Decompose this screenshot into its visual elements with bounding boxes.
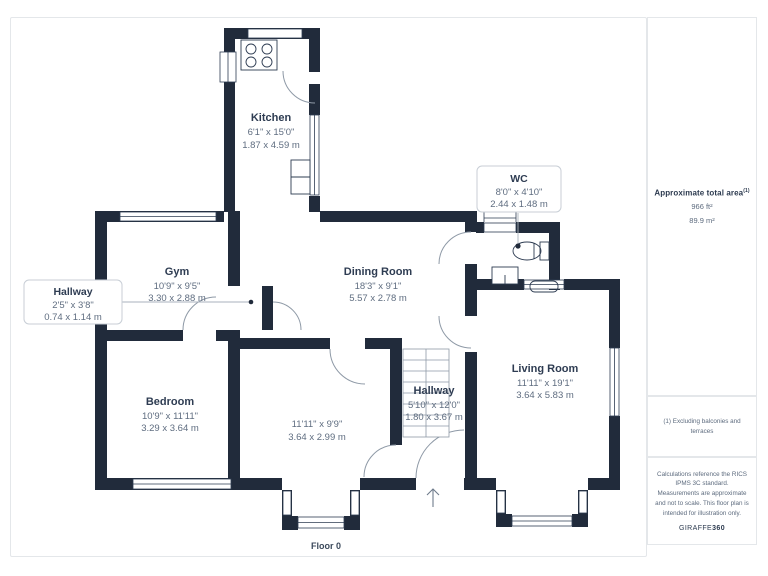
wc-sink-icon	[491, 266, 519, 285]
room-label-living-room: Living Room 11'11" x 19'1" 3.64 x 5.83 m	[512, 363, 579, 401]
callout-wc-name: WC	[510, 173, 528, 185]
fixtures	[240, 39, 559, 293]
disclaimer-text: Calculations reference the RICS IPMS 3C …	[655, 470, 749, 517]
brand-normal: GIRAFFE	[678, 525, 713, 533]
living-name: Living Room	[512, 363, 579, 375]
room-label-front-room: 11'11" x 9'9" 3.64 x 2.99 m	[288, 419, 346, 443]
footnote-text: (1) Excluding balconies and terraces	[663, 417, 741, 435]
total-area-title: Approximate total area(1)	[654, 188, 749, 198]
hallway-name: Hallway	[414, 385, 456, 397]
callout-wc-metric: 2.44 x 1.48 m	[490, 199, 548, 210]
total-area-label: Approximate total area	[654, 188, 744, 198]
hallway-imperial: 5'10" x 12'0"	[408, 400, 460, 411]
floor-label: Floor 0	[311, 541, 341, 551]
callout-hallway-metric: 0.74 x 1.14 m	[44, 312, 102, 323]
callout-leaders	[122, 213, 521, 305]
kitchen-imperial: 6'1" x 15'0"	[248, 127, 295, 138]
room-label-hallway: Hallway 5'10" x 12'0" 1.80 x 3.67 m	[405, 385, 463, 423]
bedroom-imperial: 10'9" x 11'11"	[142, 411, 198, 422]
total-area-footnote-ref: (1)	[743, 187, 750, 194]
stove-icon	[240, 39, 278, 71]
room-label-gym: Gym 10'9" x 9'5" 3.30 x 2.88 m	[148, 266, 206, 304]
living-metric: 3.64 x 5.83 m	[516, 390, 574, 401]
dining-name: Dining Room	[344, 266, 413, 278]
callout-wc-imperial: 8'0" x 4'10"	[496, 187, 543, 198]
dining-metric: 5.57 x 2.78 m	[349, 293, 407, 304]
walls	[95, 28, 620, 530]
stairs	[402, 348, 450, 438]
living-imperial: 11'11" x 19'1"	[517, 378, 573, 389]
callout-hallway-small: Hallway 2'5" x 3'8" 0.74 x 1.14 m	[23, 279, 123, 325]
total-area-ft: 966 ft²	[691, 202, 713, 212]
total-area-m: 89.9 m²	[689, 216, 715, 226]
bedroom-name: Bedroom	[146, 396, 195, 408]
entrance-arrow-icon	[426, 488, 440, 507]
kitchen-metric: 1.87 x 4.59 m	[242, 140, 300, 151]
kitchen-sink-icon	[290, 159, 311, 195]
callout-wc: WC 8'0" x 4'10" 2.44 x 1.48 m	[476, 165, 562, 213]
room-label-kitchen: Kitchen 6'1" x 15'0" 1.87 x 4.59 m	[242, 112, 300, 151]
dining-imperial: 18'3" x 9'1"	[355, 281, 402, 292]
brand-bold: 360	[712, 525, 726, 533]
front-room-imperial: 11'11" x 9'9"	[292, 419, 343, 430]
callout-hallway-name: Hallway	[53, 286, 92, 298]
gym-metric: 3.30 x 2.88 m	[148, 293, 206, 304]
gym-name: Gym	[165, 266, 190, 278]
plan-panel-border	[10, 17, 647, 557]
gym-imperial: 10'9" x 9'5"	[154, 281, 201, 292]
door-arcs	[182, 70, 472, 479]
front-room-metric: 3.64 x 2.99 m	[288, 432, 346, 443]
giraffe360-logo: GIRAFFE360	[679, 525, 725, 532]
windows	[119, 28, 620, 529]
room-label-bedroom: Bedroom 10'9" x 11'11" 3.29 x 3.64 m	[141, 396, 199, 434]
radiator-icon	[529, 280, 559, 293]
room-label-dining-room: Dining Room 18'3" x 9'1" 5.57 x 2.78 m	[344, 266, 413, 304]
callout-hallway-imperial: 2'5" x 3'8"	[52, 300, 94, 311]
kitchen-name: Kitchen	[251, 112, 292, 124]
toilet-icon	[512, 241, 550, 261]
total-area-box: Approximate total area(1) 966 ft² 89.9 m…	[647, 17, 757, 396]
footnote-box: (1) Excluding balconies and terraces	[647, 396, 757, 457]
bedroom-metric: 3.29 x 3.64 m	[141, 423, 199, 434]
disclaimer-box: Calculations reference the RICS IPMS 3C …	[647, 457, 757, 545]
hallway-metric: 1.80 x 3.67 m	[405, 412, 463, 423]
